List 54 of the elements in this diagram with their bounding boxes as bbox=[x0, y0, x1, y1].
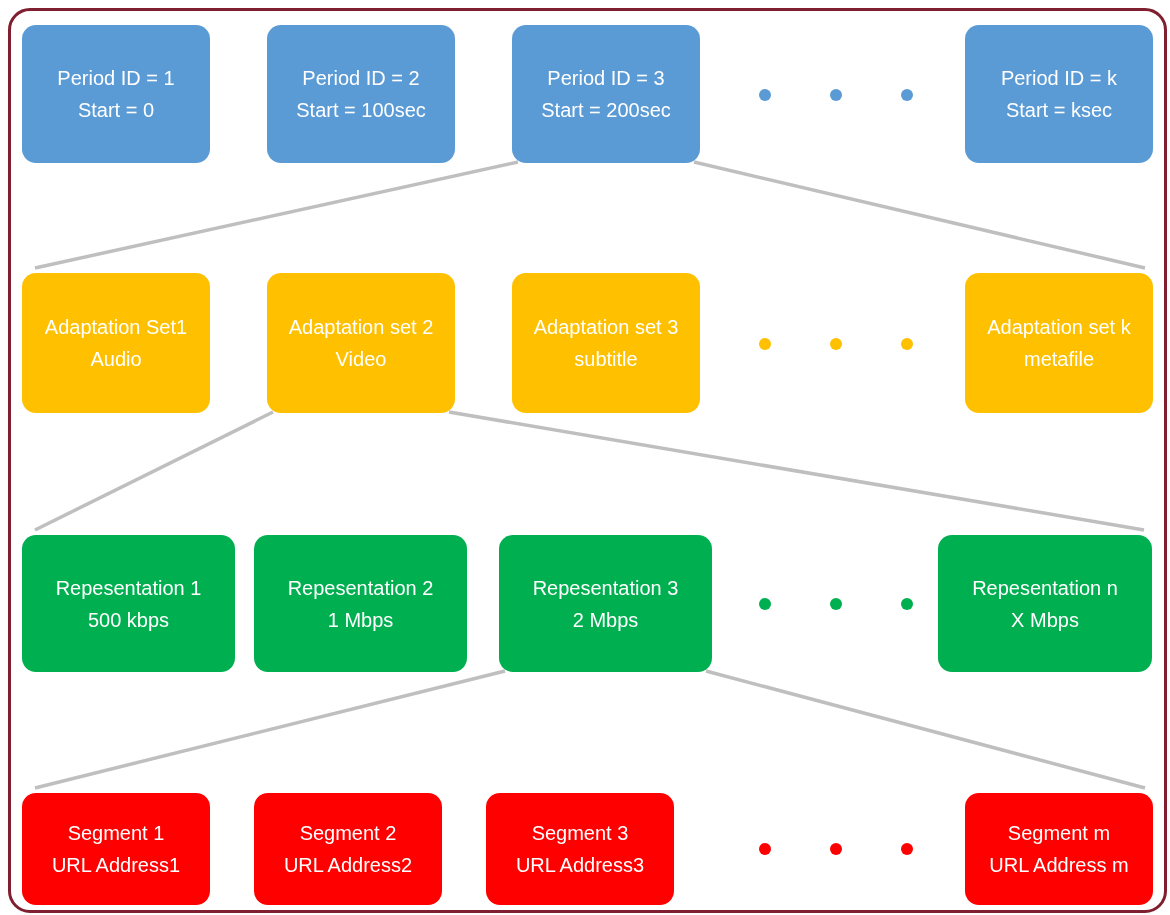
box-text: Adaptation set 2 bbox=[288, 315, 434, 340]
level-box bbox=[254, 793, 442, 905]
box-text: Adaptation set k bbox=[987, 315, 1131, 340]
box-text: Period ID = 3 bbox=[547, 66, 665, 91]
box-text: Repesentation 1 bbox=[55, 575, 202, 601]
box-text: Repesentation n bbox=[972, 575, 1118, 601]
box-text: Start = ksec bbox=[1005, 98, 1113, 123]
level-box bbox=[965, 25, 1153, 163]
box-text: URL Address3 bbox=[515, 853, 645, 878]
box-text: Repesentation 3 bbox=[532, 575, 679, 601]
box-text: Start = 200sec bbox=[541, 98, 671, 123]
zoom-line bbox=[34, 669, 506, 790]
zoom-line bbox=[34, 410, 274, 532]
box-text: Segment m bbox=[1007, 821, 1111, 846]
level-box bbox=[22, 273, 210, 413]
level-box bbox=[22, 25, 210, 163]
box-text: Segment 3 bbox=[531, 821, 629, 846]
zoom-line bbox=[693, 160, 1146, 270]
zoom-line bbox=[34, 160, 519, 270]
level-box bbox=[22, 535, 235, 672]
level-box bbox=[512, 25, 700, 163]
box-text: 2 Mbps bbox=[572, 607, 639, 633]
box-text: Segment 1 bbox=[67, 821, 165, 846]
level-box bbox=[254, 535, 467, 672]
box-text: Period ID = 1 bbox=[57, 66, 175, 91]
level-box bbox=[938, 535, 1152, 672]
box-text: Video bbox=[335, 347, 387, 372]
zoom-line bbox=[705, 669, 1146, 790]
level-box bbox=[267, 273, 455, 413]
level-box bbox=[267, 25, 455, 163]
box-text: URL Address1 bbox=[51, 853, 181, 878]
box-text: 500 kbps bbox=[87, 607, 170, 633]
box-text: Start = 0 bbox=[77, 98, 155, 123]
box-text: 1 Mbps bbox=[327, 607, 394, 633]
box-text: Period ID = k bbox=[1000, 66, 1118, 91]
level-box bbox=[965, 273, 1153, 413]
box-text: Adaptation Set1 bbox=[44, 315, 188, 340]
box-text: URL Address2 bbox=[283, 853, 413, 878]
zoom-line bbox=[448, 410, 1145, 532]
level-box bbox=[965, 793, 1153, 905]
box-text: URL Address m bbox=[989, 853, 1129, 878]
box-text: X Mbps bbox=[1011, 607, 1079, 633]
box-text: Adaptation set 3 bbox=[533, 315, 679, 340]
box-text: Start = 100sec bbox=[296, 98, 426, 123]
box-text: Audio bbox=[90, 347, 142, 372]
box-text: Segment 2 bbox=[299, 821, 397, 846]
level-box bbox=[22, 793, 210, 905]
box-text: Period ID = 2 bbox=[302, 66, 420, 91]
level-box bbox=[486, 793, 674, 905]
level-box bbox=[499, 535, 712, 672]
box-text: subtitle bbox=[574, 347, 638, 372]
level-box bbox=[512, 273, 700, 413]
box-text: metafile bbox=[1024, 347, 1094, 372]
box-text: Repesentation 2 bbox=[287, 575, 434, 601]
